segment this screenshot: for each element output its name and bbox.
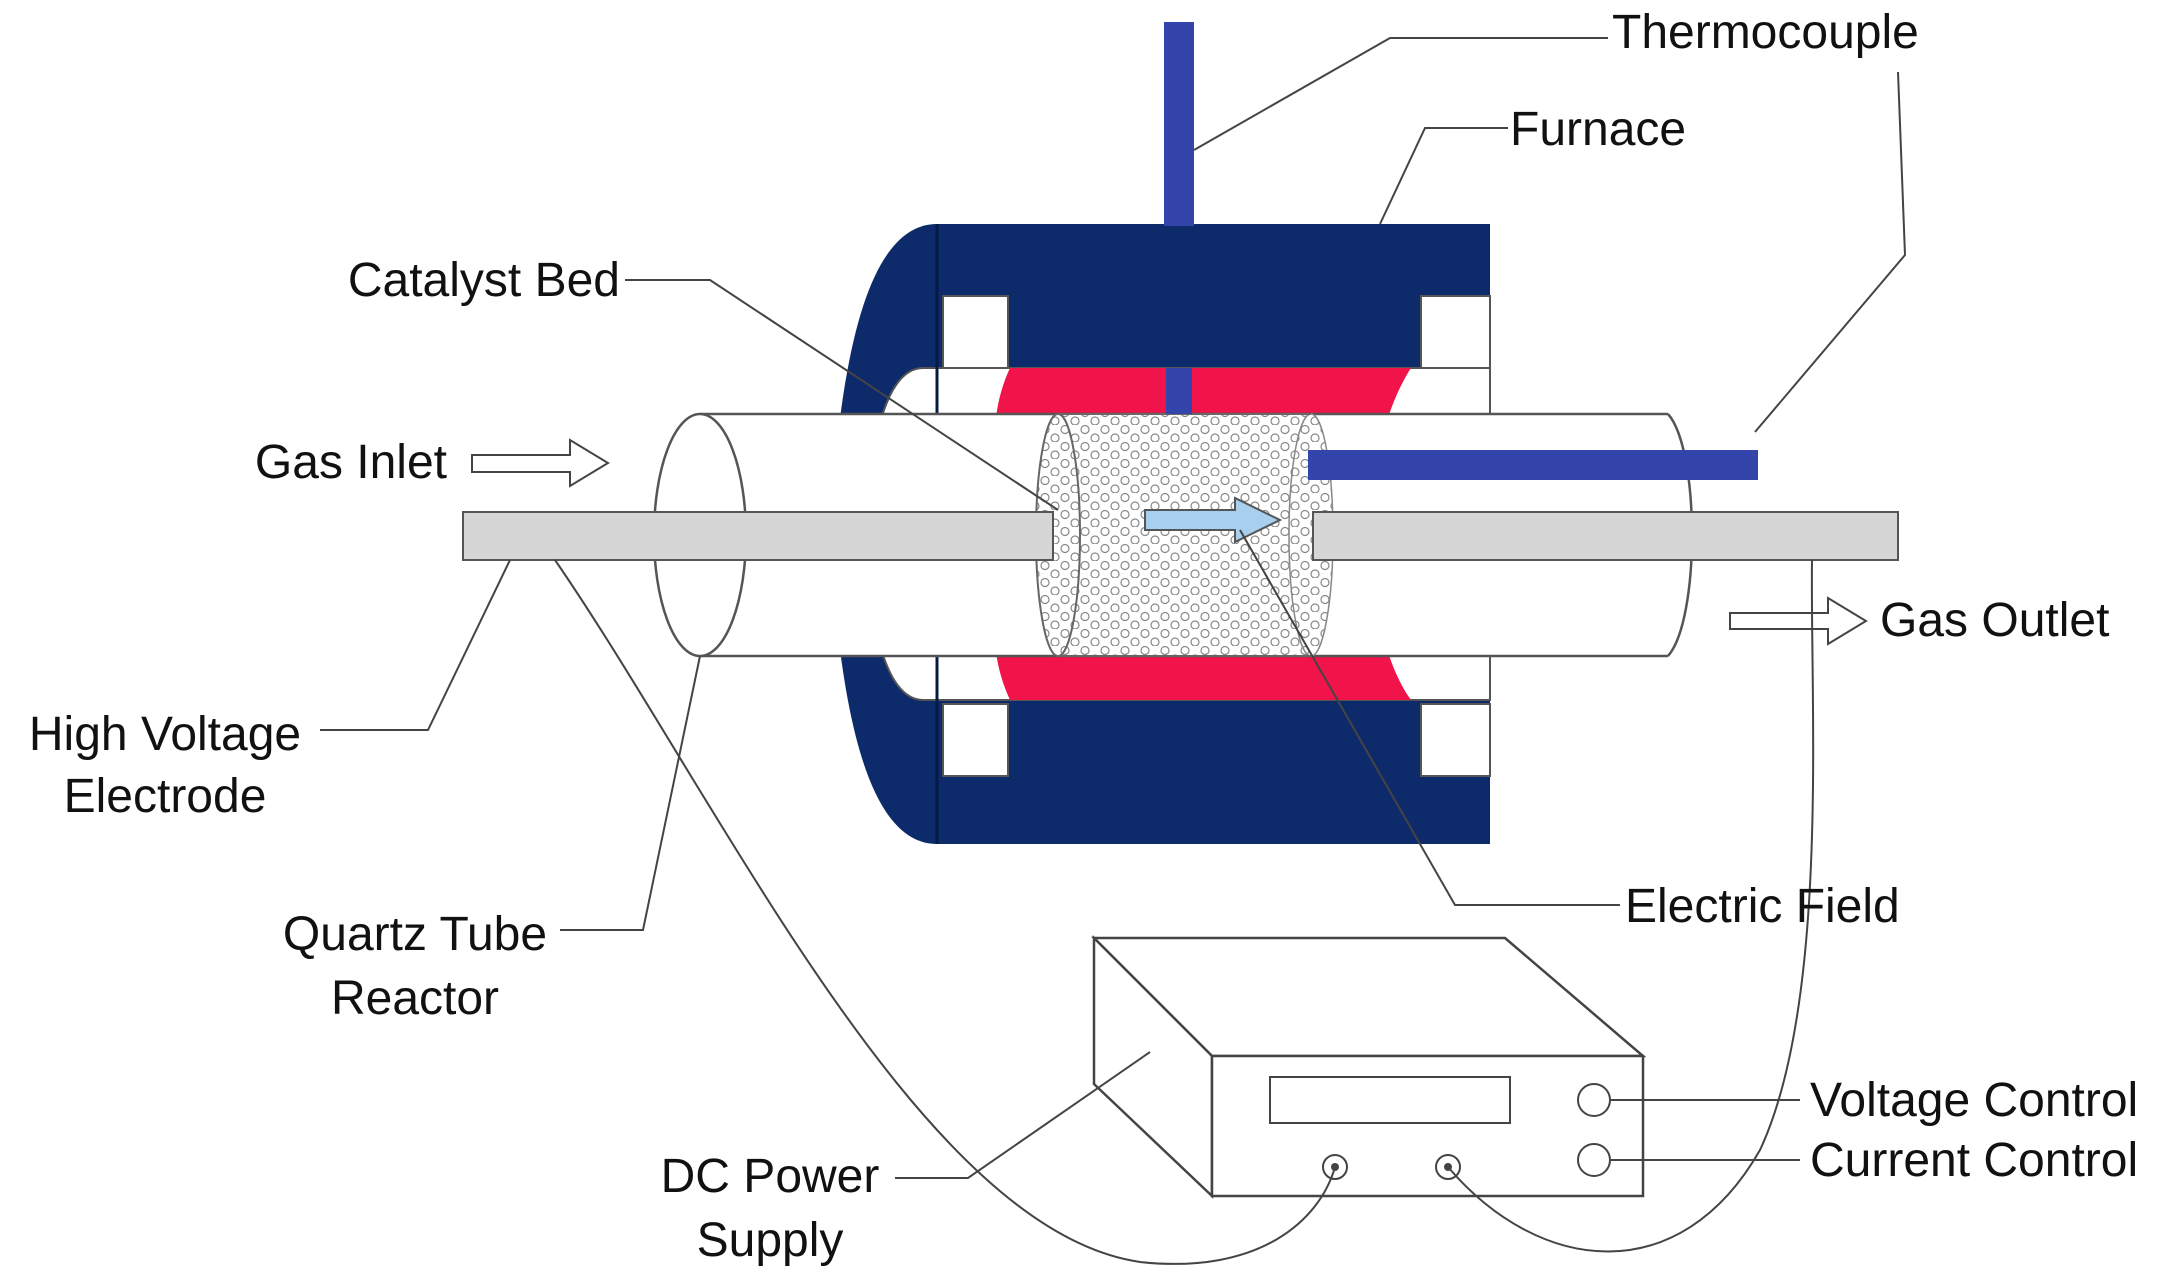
- leader-lines: [320, 37, 1907, 1179]
- furnace-block-bottom-left: [942, 703, 1009, 777]
- furnace-block-top-right: [1420, 295, 1491, 369]
- current-control-knob[interactable]: [1577, 1143, 1611, 1177]
- gas-outlet-arrow: [1729, 596, 1868, 646]
- electrode-right: [1312, 511, 1899, 561]
- electrode-left: [462, 511, 1054, 561]
- label-current-control: Current Control: [1810, 1134, 2138, 1187]
- label-voltage-control: Voltage Control: [1810, 1074, 2138, 1127]
- label-dc-2: Supply: [697, 1214, 844, 1267]
- heater-bottom: [996, 652, 1411, 700]
- heater-top: [996, 368, 1411, 418]
- electric-field-arrow: [1144, 496, 1283, 544]
- wire-supply-to-electrode: [1447, 559, 1815, 1253]
- thermocouple-probe-inside: [1166, 368, 1192, 414]
- label-quartz-2: Reactor: [331, 972, 499, 1025]
- label-thermocouple: Thermocouple: [1612, 6, 1919, 59]
- label-electric-field: Electric Field: [1625, 880, 1900, 933]
- label-high-voltage-1: High Voltage: [29, 708, 301, 761]
- power-supply-display: [1269, 1076, 1511, 1124]
- furnace-block-top-left: [942, 295, 1009, 369]
- label-gas-inlet: Gas Inlet: [255, 436, 447, 489]
- wire-electrode-to-supply: [554, 559, 1336, 1265]
- thermocouple-probe-vertical: [1164, 22, 1194, 226]
- label-furnace: Furnace: [1510, 103, 1686, 156]
- furnace-block-bottom-right: [1420, 703, 1491, 777]
- thermocouple-probe-horizontal: [1308, 450, 1758, 480]
- label-dc-1: DC Power: [661, 1150, 880, 1203]
- voltage-control-knob[interactable]: [1577, 1083, 1611, 1117]
- label-catalyst-bed: Catalyst Bed: [348, 254, 620, 307]
- catalyst-bed: [1035, 413, 1334, 657]
- label-gas-outlet: Gas Outlet: [1880, 594, 2109, 647]
- label-high-voltage-2: Electrode: [64, 770, 267, 823]
- gas-inlet-arrow: [471, 438, 610, 488]
- label-quartz-1: Quartz Tube: [283, 908, 547, 961]
- dc-power-supply: [1090, 934, 1647, 1199]
